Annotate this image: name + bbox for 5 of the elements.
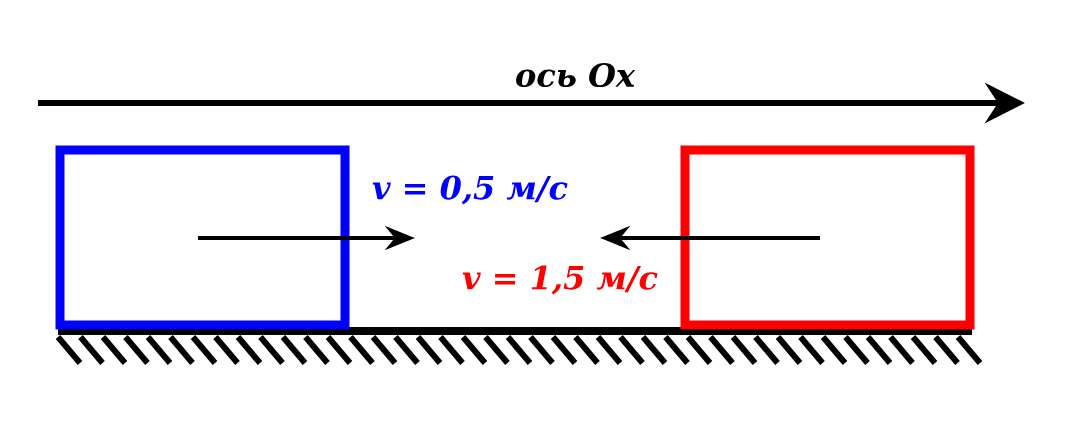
block-box xyxy=(680,145,975,330)
velocity-label: v = 0,5 м/с xyxy=(372,175,568,205)
velocity-label: v = 1,5 м/с xyxy=(462,265,658,295)
label: ось Ox xyxy=(516,62,636,88)
block-box xyxy=(55,145,350,330)
